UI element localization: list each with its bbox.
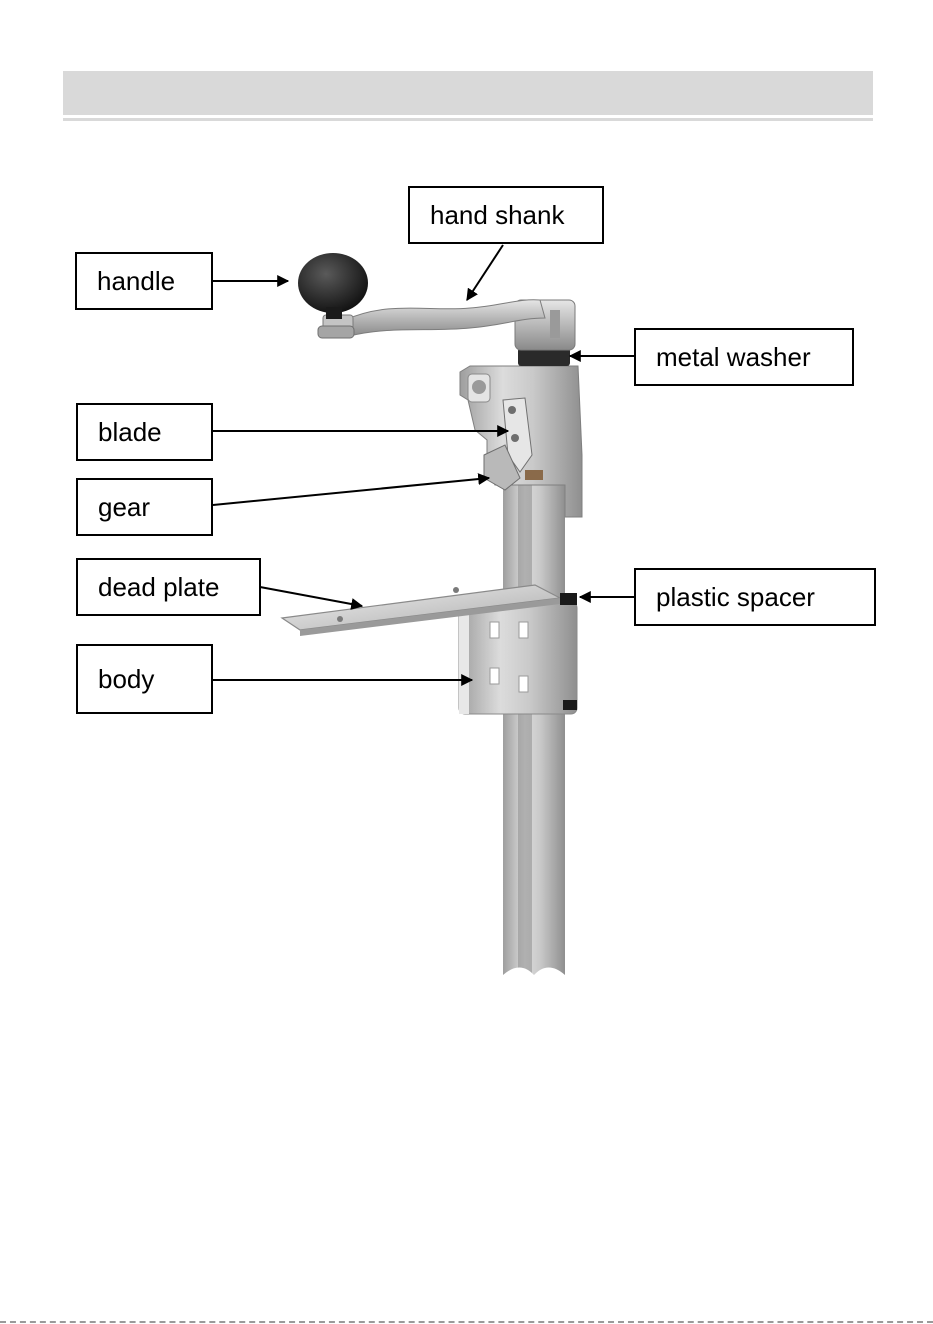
metal-washer-part [518, 348, 570, 366]
label-handle: handle [75, 252, 213, 310]
label-plastic-spacer: plastic spacer [634, 568, 876, 626]
leader-dead-plate [260, 587, 362, 606]
opener-body [503, 455, 565, 990]
label-blade: blade [76, 403, 213, 461]
bottom-rule [0, 1321, 933, 1323]
label-body: body [76, 644, 213, 714]
label-gear: gear [76, 478, 213, 536]
mounting-bracket [459, 602, 577, 714]
leader-hand-shank [467, 245, 503, 300]
label-metal-washer: metal washer [634, 328, 854, 386]
label-dead-plate: dead plate [76, 558, 261, 616]
leader-gear [213, 478, 489, 505]
label-hand-shank: hand shank [408, 186, 604, 244]
plastic-spacer [560, 593, 577, 605]
